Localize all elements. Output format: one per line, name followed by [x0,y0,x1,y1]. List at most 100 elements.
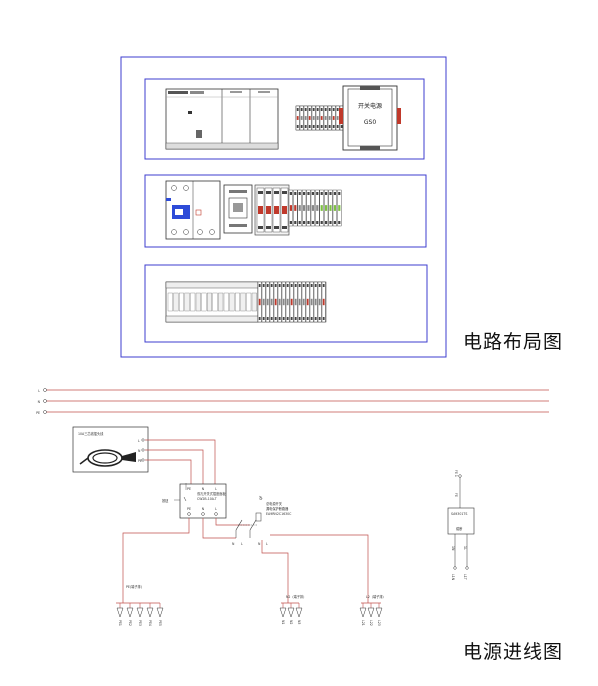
terminal-marker [333,205,336,211]
relay [218,292,224,312]
terminal-screw [296,125,299,128]
switched-socket: PE N L 双孔开关式插座面板 CW2B-10A-T PE N L 按钮 [162,483,226,519]
terminal-screw [329,192,332,195]
relay [167,292,173,312]
terminal-screw [329,221,332,224]
terminal-screw [328,125,331,128]
fuse-marker [258,206,263,214]
terminal-lug [375,607,383,618]
bus-label-pe: PE [36,411,40,415]
terminal-screw [304,108,307,111]
terminal-screw [286,317,289,320]
terminal-screw [302,284,305,287]
terminal-screw [311,192,314,195]
terminal-marker [304,116,307,120]
terminal-screw [289,221,292,224]
terminal-screw [274,284,277,287]
terminal-marker [307,205,310,211]
terminal-marker [320,205,323,211]
wire-socket-pe [122,518,190,603]
terminal-marker [294,205,297,211]
terminal-screw [311,221,314,224]
terminal-screw [316,108,319,111]
terminal-screw [294,317,297,320]
breaker-out-l: L [266,542,268,546]
terminal-screw [294,284,297,287]
terminal-screw [318,317,321,320]
terminal-screw [298,284,301,287]
terminal-marker [312,116,315,120]
wiring-title: 电源进线图 [463,641,564,663]
socket-bottom-pin-n: N [202,507,205,511]
bus-label-n: N [38,400,41,404]
terminal-marker [336,116,339,120]
fuse-in-1: FE 1 [454,470,458,477]
terminal-lug [146,607,154,618]
terminal-marker [324,116,327,120]
power-cord-plug: 10A三芯线插头线 L N PE [72,426,216,484]
cabinet-frame [120,56,447,358]
terminal-label: L21 [361,620,365,626]
terminal-lug [126,607,134,618]
terminal-marker [300,116,303,120]
terminal-marker [311,205,314,211]
cord-pin-pe: PE [138,459,142,463]
socket-model: CW2B-10A-T [197,497,217,501]
terminal-screw [282,226,287,229]
terminal-label: PE4 [148,620,152,626]
terminal-marker [316,116,319,120]
terminal-lug [287,607,295,618]
relay [179,292,184,312]
terminal-label: N2 [289,620,293,624]
wire-breaker-n-out [261,540,289,603]
terminal-screw [282,191,287,194]
fuse-in-2: FE [454,493,458,497]
terminal-screw [266,317,269,320]
terminal-screw [294,221,297,224]
relay [229,292,235,312]
fuse-term-n: L1N [451,574,455,581]
terminal-screw [282,284,285,287]
bus-label-l: L [38,389,40,393]
power-bus: L N PE [36,388,549,415]
terminal-screw [308,125,311,128]
fuse-term-l: L1T [463,574,467,580]
terminal-screw [328,108,331,111]
terminal-marker [286,298,289,306]
terminal-screw [316,192,319,195]
terminal-lug [359,607,367,618]
relay [240,292,246,312]
terminal-screw [289,192,292,195]
terminal-screw [270,284,273,287]
circuit-breaker [165,180,221,240]
fuse-marker [274,206,279,214]
terminal-marker [262,298,265,306]
terminal-marker [294,298,297,306]
terminal-marker [308,116,311,120]
terminal-screw [274,226,279,229]
terminal-screw [290,284,293,287]
terminal-screw [302,317,305,320]
terminal-screw [278,284,281,287]
terminal-screw [310,317,313,320]
terminal-screw [266,284,269,287]
terminal-screw [314,284,317,287]
relay [251,292,257,312]
terminal-marker [325,205,328,211]
terminal-screw [316,125,319,128]
terminal-lug [116,607,124,618]
psu-model: GS0 [364,119,376,126]
terminal-screw [262,284,265,287]
terminal-screw [308,108,311,111]
terminal-screw [320,108,323,111]
breaker-model: EA9RN2C1630C [266,512,292,516]
l-group-label: L2（端子排） [366,594,386,599]
terminal-screw [262,317,265,320]
socket-top-pin-n: N [202,487,205,491]
relay [235,292,240,312]
terminal-screw [304,125,307,128]
terminal-screw [336,125,339,128]
